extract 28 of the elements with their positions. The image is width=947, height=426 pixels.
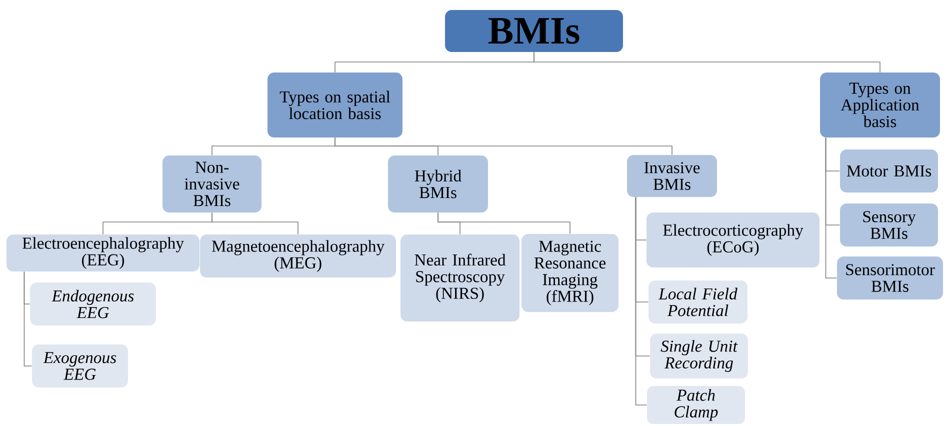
connector-line <box>334 137 672 156</box>
root-box: BMIs <box>445 10 623 52</box>
category-box: Types on Application basis <box>820 72 940 138</box>
connector-line <box>24 271 32 366</box>
method-box: Magnetic Resonance Imaging (fMRI) <box>522 234 618 312</box>
node-label: Magnetoencephalography (MEG) <box>212 240 384 272</box>
subtype-box: Local Field Potential <box>648 280 748 324</box>
type-box: Hybrid BMIs <box>388 156 488 212</box>
connector-line <box>534 52 880 73</box>
method-box: Electrocorticography (ECoG) <box>646 212 820 268</box>
subtype-box: Patch Clamp <box>647 386 745 424</box>
connector-line <box>635 196 648 406</box>
application-box: Motor BMIs <box>840 150 938 192</box>
category-box: Types on spatial location basis <box>268 72 402 138</box>
method-box: Near Infrared Spectroscopy (NIRS) <box>400 234 520 322</box>
type-box: Invasive BMIs <box>627 155 717 197</box>
subtype-box: Single Unit Recording <box>650 334 748 378</box>
application-box: Sensory BMIs <box>840 204 938 246</box>
subtype-box: Exogenous EEG <box>32 344 128 388</box>
connector-line <box>438 212 570 234</box>
application-box: Sensorimotor BMIs <box>837 256 943 300</box>
method-box: Magnetoencephalography (MEG) <box>200 234 396 278</box>
connector-line <box>825 137 838 278</box>
subtype-box: Endogenous EEG <box>30 282 156 326</box>
node-label: Electroencephalography (EEG) <box>22 237 184 269</box>
type-box: Non-invasive BMIs <box>162 156 262 212</box>
connector-line <box>212 212 298 235</box>
method-box: Electroencephalography (EEG) <box>6 234 200 272</box>
